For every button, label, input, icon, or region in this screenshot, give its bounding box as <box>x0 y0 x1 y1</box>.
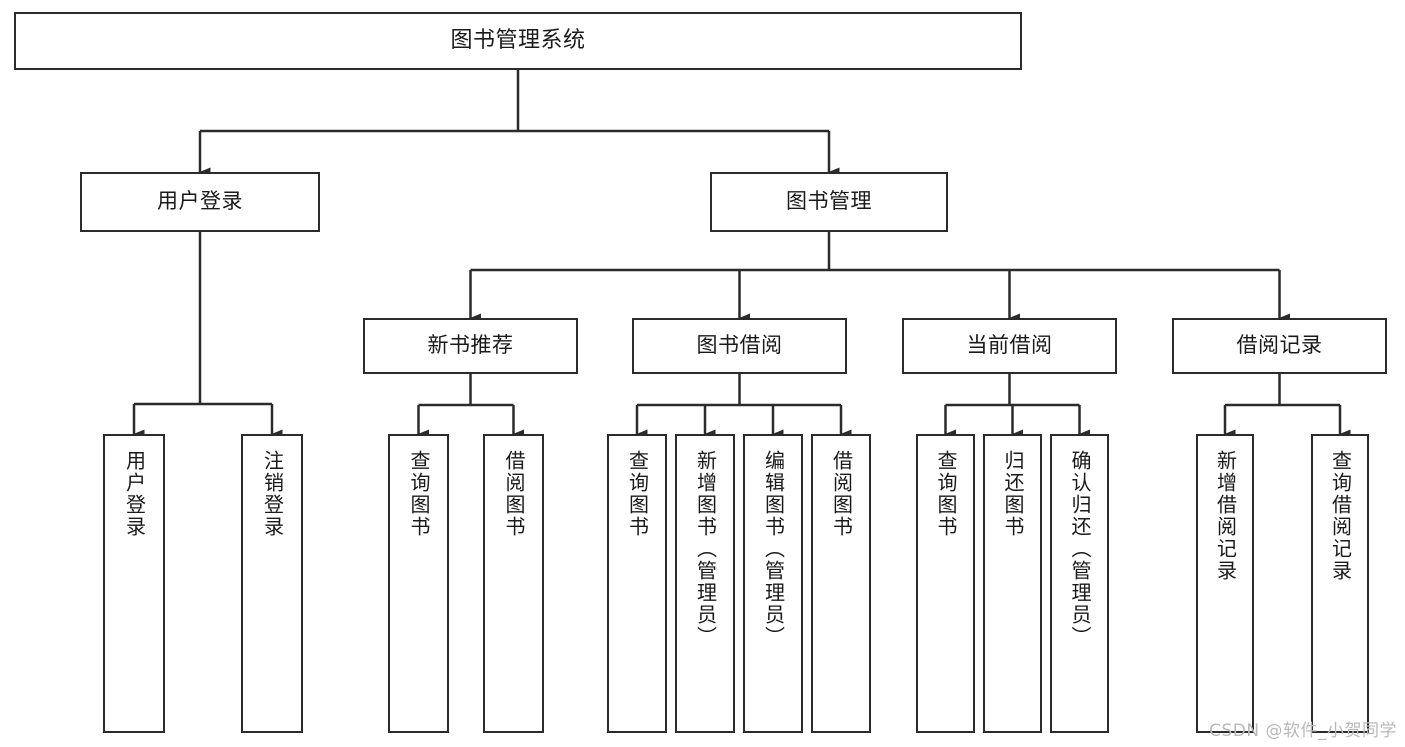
node-leaf-confirm-return-admin[interactable]: 确认归还（管理员） <box>1050 434 1109 733</box>
node-current-borrow[interactable]: 当前借阅 <box>902 318 1117 374</box>
node-root[interactable]: 图书管理系统 <box>14 12 1022 70</box>
node-label-book-borrow: 图书借阅 <box>696 333 783 358</box>
node-leaf-add-borrow-record[interactable]: 新增借阅记录 <box>1196 434 1254 733</box>
csdn-watermark: CSDN @软件_小贺同学 <box>1209 721 1397 741</box>
node-label-leaf-logout-login: 注销登录 <box>260 450 285 538</box>
node-leaf-return-book[interactable]: 归还图书 <box>983 434 1042 733</box>
node-user-login[interactable]: 用户登录 <box>80 172 320 232</box>
node-label-leaf-query-borrow-record: 查询借阅记录 <box>1328 450 1353 582</box>
node-label-leaf-query-book-3: 查询图书 <box>934 450 958 538</box>
node-label-leaf-query-book-1: 查询图书 <box>407 450 431 538</box>
node-leaf-borrow-book-2[interactable]: 借阅图书 <box>811 434 871 733</box>
node-label-root: 图书管理系统 <box>450 27 586 53</box>
node-new-book-recommend[interactable]: 新书推荐 <box>363 318 578 374</box>
node-leaf-edit-book-admin[interactable]: 编辑图书（管理员） <box>743 434 803 733</box>
node-leaf-query-book-2[interactable]: 查询图书 <box>607 434 667 733</box>
node-leaf-logout-login[interactable]: 注销登录 <box>241 434 303 733</box>
node-label-new-book-recommend: 新书推荐 <box>427 333 514 358</box>
node-leaf-add-book-admin[interactable]: 新增图书（管理员） <box>675 434 735 733</box>
node-leaf-query-borrow-record[interactable]: 查询借阅记录 <box>1311 434 1369 733</box>
node-borrow-record[interactable]: 借阅记录 <box>1172 318 1387 374</box>
node-label-leaf-user-login: 用户登录 <box>122 450 147 538</box>
node-label-user-login: 用户登录 <box>157 189 243 214</box>
node-leaf-query-book-3[interactable]: 查询图书 <box>916 434 975 733</box>
node-book-manage[interactable]: 图书管理 <box>710 172 948 232</box>
node-label-borrow-record: 借阅记录 <box>1236 333 1323 358</box>
node-label-leaf-return-book: 归还图书 <box>1001 450 1025 538</box>
node-label-leaf-add-book-admin: 新增图书（管理员） <box>693 450 718 648</box>
node-label-book-manage: 图书管理 <box>786 189 872 214</box>
node-book-borrow[interactable]: 图书借阅 <box>632 318 847 374</box>
node-leaf-query-book-1[interactable]: 查询图书 <box>388 434 449 733</box>
node-label-leaf-add-borrow-record: 新增借阅记录 <box>1213 450 1238 582</box>
node-label-leaf-borrow-book-2: 借阅图书 <box>829 450 854 538</box>
node-label-current-borrow: 当前借阅 <box>966 333 1053 358</box>
node-label-leaf-edit-book-admin: 编辑图书（管理员） <box>761 450 786 648</box>
node-leaf-user-login[interactable]: 用户登录 <box>103 434 165 733</box>
node-leaf-borrow-book-1[interactable]: 借阅图书 <box>483 434 544 733</box>
node-label-leaf-borrow-book-1: 借阅图书 <box>502 450 526 538</box>
node-label-leaf-query-book-2: 查询图书 <box>625 450 650 538</box>
node-label-leaf-confirm-return-admin: 确认归还（管理员） <box>1068 450 1092 648</box>
